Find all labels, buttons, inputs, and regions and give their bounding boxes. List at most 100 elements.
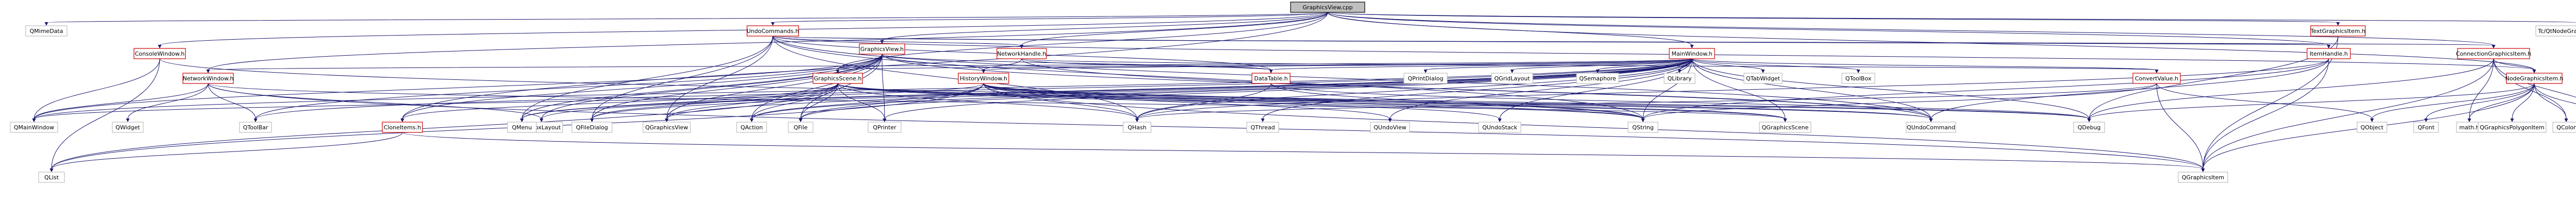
node-box [2310, 25, 2366, 37]
dependency-edge [666, 58, 1692, 120]
node-qlist: QList [38, 172, 65, 183]
dependency-edge [159, 12, 1328, 46]
dependency-edge [1327, 12, 2535, 71]
edge-arrowhead [799, 119, 803, 122]
node-label: Tc/QtNodeGraphicsReader.h [2537, 28, 2576, 35]
edge-arrowhead [1761, 70, 1765, 73]
dependency-edge [983, 58, 1692, 71]
node-box [1628, 122, 1658, 133]
edge-arrowhead [2467, 119, 2471, 122]
edge-arrowhead [2564, 119, 2568, 122]
dependency-edge [772, 36, 2494, 46]
dependency-edge [1691, 58, 1764, 71]
node-undocommands[interactable]: UndoCommands.h [747, 25, 799, 37]
dependency-edge [402, 83, 838, 120]
node-qcolor: QColor [2552, 122, 2576, 133]
node-label: ConnectionGraphicsItem.h [2456, 50, 2531, 57]
edge-arrowhead [1856, 70, 1860, 73]
node-connectiongraphicsitem[interactable]: ConnectionGraphicsItem.h [2456, 48, 2531, 59]
node-label: QPrintDialog [1408, 75, 1444, 82]
node-label: QColor [2556, 124, 2576, 131]
node-box [736, 122, 767, 133]
node-graphicsscene[interactable]: GraphicsScene.h [812, 73, 863, 84]
dependency-edge [800, 54, 883, 120]
edge-arrowhead [1641, 119, 1645, 122]
node-qmainwindow: QMainWindow [10, 122, 58, 133]
dependency-edge [1327, 12, 2338, 23]
node-historywindow[interactable]: HistoryWindow.h [958, 73, 1009, 84]
node-label: NodeGraphicsItem.h [2505, 75, 2564, 82]
node-label: GraphicsScene.h [814, 75, 862, 82]
node-mathh: math.h [2456, 122, 2483, 133]
node-textgraphicsitem[interactable]: TextGraphicsItem.h [2310, 25, 2366, 37]
node-datatable[interactable]: DataTable.h [1251, 73, 1291, 84]
edge-arrowhead [590, 119, 594, 122]
edge-arrowhead [520, 119, 524, 122]
node-itemhandle[interactable]: ItemHandle.h [2307, 48, 2351, 59]
edge-arrowhead [771, 22, 775, 26]
edge-arrowhead [836, 70, 840, 73]
node-box [2478, 122, 2547, 133]
node-label: ConvertValue.h [2135, 75, 2178, 82]
edge-arrowhead [2336, 22, 2340, 26]
node-label: QGraphicsScene [1762, 124, 1809, 131]
node-box [1491, 73, 1533, 84]
node-box [2552, 122, 2576, 133]
edge-arrowhead [1498, 119, 1502, 122]
node-label: QDebug [2078, 124, 2101, 131]
dependency-edge [2089, 83, 2535, 120]
dependency-edge [2469, 58, 2494, 120]
node-box [2413, 122, 2439, 133]
dependency-edge [882, 54, 885, 120]
node-consolewindow[interactable]: ConsoleWindow.h [133, 48, 186, 59]
dependency-edge [51, 132, 403, 170]
node-box [571, 122, 613, 133]
node-convertvalue[interactable]: ConvertValue.h [2132, 73, 2181, 84]
node-box [239, 122, 272, 133]
edge-arrowhead [2424, 119, 2428, 122]
edge-arrowhead [2370, 119, 2374, 122]
node-label: QThread [1250, 124, 1275, 131]
node-box [382, 122, 423, 133]
node-qgraphicsscene: QGraphicsScene [1759, 122, 1811, 133]
node-box [2132, 73, 2181, 84]
dependency-edge [983, 83, 2204, 170]
node-graphicsview[interactable]: GraphicsView.h [859, 43, 905, 55]
dependency-edge [402, 54, 883, 120]
node-label: QUndoStack [1482, 124, 1517, 131]
edge-arrowhead [665, 119, 669, 122]
node-qgraphicspolygonitem: QGraphicsPolygonItem [2478, 122, 2547, 133]
edge-arrowhead [1690, 45, 1694, 48]
dependency-edge [837, 83, 2090, 120]
node-box [788, 122, 814, 133]
node-label: ItemHandle.h [2310, 50, 2348, 57]
dependency-edge [2371, 83, 2535, 120]
node-box [2457, 48, 2530, 59]
dependency-edge [882, 12, 1328, 41]
edge-arrowhead [2155, 70, 2159, 73]
dependency-edge [772, 36, 1022, 46]
dependency-edge [402, 132, 2204, 170]
dependency-edge [255, 58, 1692, 120]
dependency-edge [837, 12, 1328, 71]
node-label: QUndoCommand [1907, 124, 1955, 131]
node-nodegraphicsitem[interactable]: NodeGraphicsItem.h [2505, 73, 2564, 84]
node-qprintdialog: QPrintDialog [1403, 73, 1448, 84]
dependency-edge [1270, 58, 1692, 71]
node-cloneitems[interactable]: CloneItems.h [382, 122, 423, 133]
dependency-edge [1262, 58, 1692, 120]
node-box [868, 122, 902, 133]
node-mainwindow[interactable]: MainWindow.h [1669, 48, 1715, 59]
edge-arrowhead [32, 119, 36, 122]
node-networkwindow[interactable]: NetworkWindow.h [182, 73, 234, 84]
dependency-edge [1021, 58, 2157, 71]
node-networkhandle[interactable]: NetworkHandle.h [996, 48, 1047, 59]
dependency-edge [800, 83, 984, 120]
node-qstring: QString [1628, 122, 1658, 133]
node-qundoview: QUndoView [1370, 122, 1410, 133]
node-label: QTabWidget [1746, 75, 1781, 82]
dependency-edge [1327, 12, 2329, 46]
edge-arrowhead [2327, 45, 2331, 48]
edge-arrowhead [2087, 119, 2091, 122]
node-root: GraphicsView.cpp [1290, 2, 1365, 13]
